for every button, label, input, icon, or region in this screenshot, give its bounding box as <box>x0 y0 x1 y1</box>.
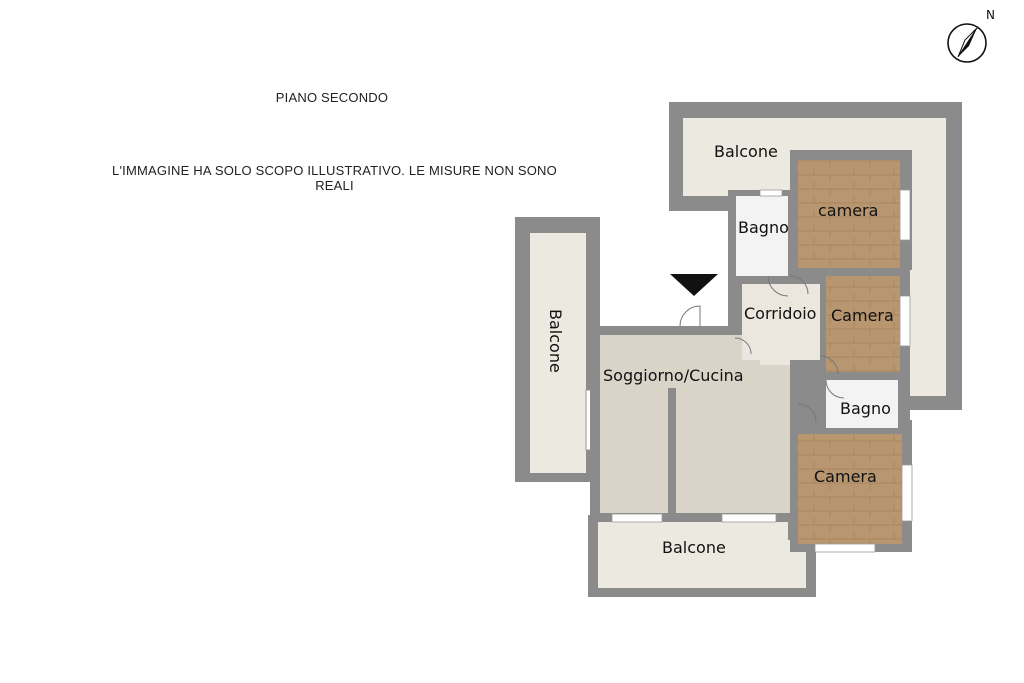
label-bagno-bottom: Bagno <box>840 399 891 418</box>
camera-bottom <box>798 434 913 553</box>
compass-icon <box>947 23 987 63</box>
label-camera-middle: Camera <box>831 306 894 325</box>
disclaimer-text: L'IMMAGINE HA SOLO SCOPO ILLUSTRATIVO. L… <box>112 163 557 193</box>
compass-north-label: N <box>986 8 995 22</box>
label-camera-bottom: Camera <box>814 467 877 486</box>
label-balcone-north: Balcone <box>714 142 778 161</box>
camera-top <box>798 160 911 268</box>
label-soggiorno-cucina: Soggiorno/Cucina <box>603 366 744 385</box>
camera-middle <box>826 276 911 372</box>
bagno-top <box>736 189 788 276</box>
label-balcone-west: Balcone <box>546 309 565 373</box>
balcone-north <box>669 102 962 410</box>
balcone-south <box>588 515 816 597</box>
entrance-arrow-icon <box>670 274 718 296</box>
corridoio <box>742 284 820 365</box>
door-swings <box>679 275 845 423</box>
soggiorno-cucina <box>600 335 790 523</box>
floor-title: PIANO SECONDO <box>275 90 389 105</box>
balcone-west <box>515 217 601 482</box>
label-corridoio: Corridoio <box>744 304 816 323</box>
label-bagno-top: Bagno <box>738 218 789 237</box>
label-camera-top: camera <box>818 201 878 220</box>
bagno-bottom <box>826 380 898 428</box>
label-balcone-south: Balcone <box>662 538 726 557</box>
